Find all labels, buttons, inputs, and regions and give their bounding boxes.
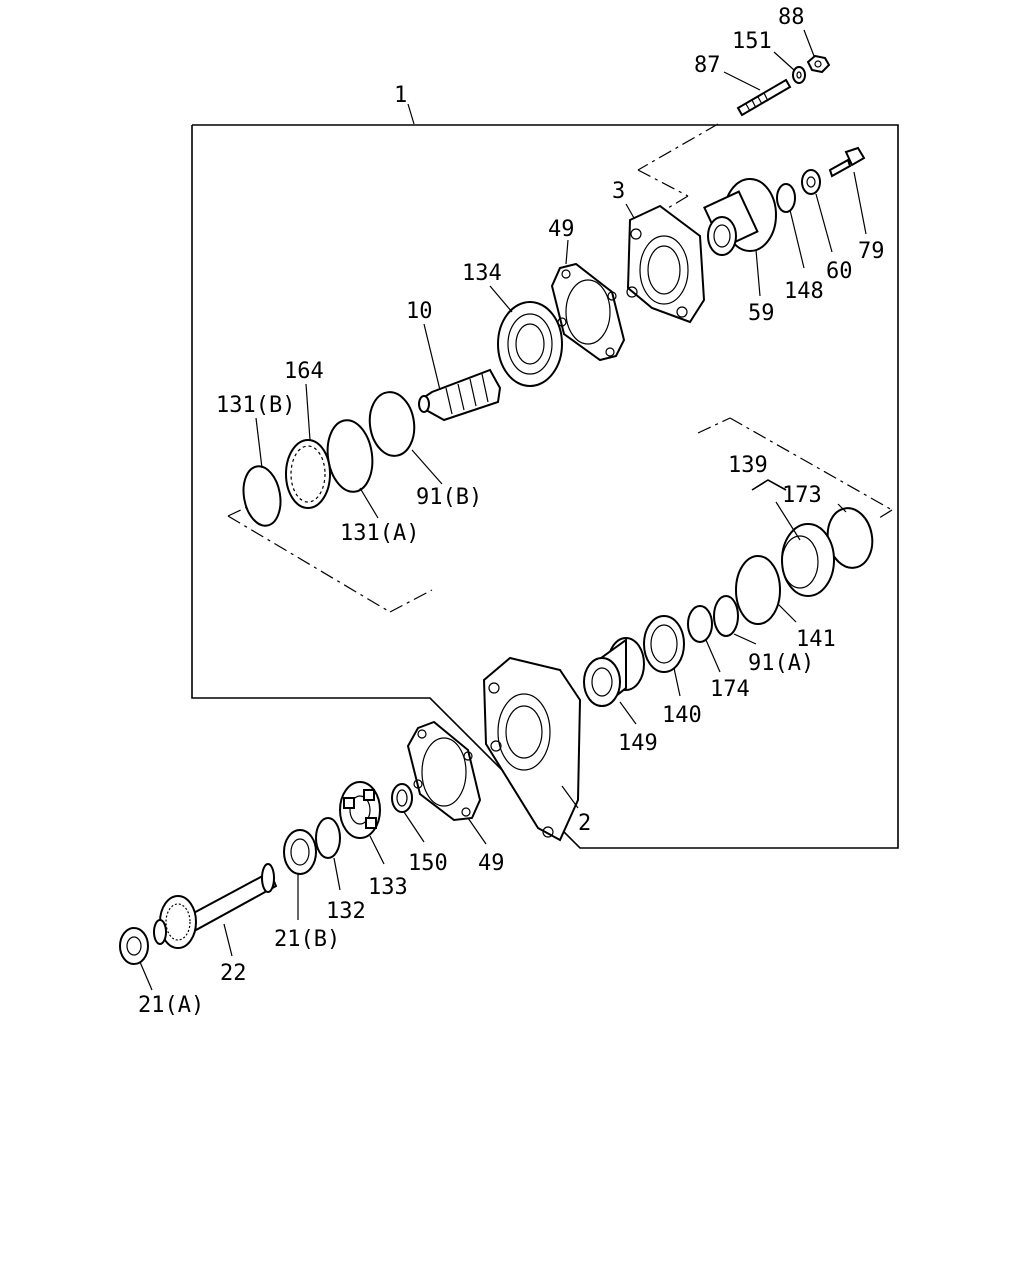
callout-150: 150: [408, 851, 448, 876]
part-21a-bearing: [119, 927, 149, 965]
part-149-sleeve: [583, 637, 645, 707]
part-148-o-ring: [776, 183, 796, 213]
callout-91b: 91(B): [416, 485, 482, 510]
callout-148: 148: [784, 279, 824, 304]
part-91b-ring: [368, 391, 416, 457]
part-132-ring: [315, 817, 341, 859]
part-164-needle-cage: [285, 439, 331, 509]
callout-139: 139: [728, 453, 768, 478]
callout-59: 59: [748, 301, 775, 326]
part-22-gear-shaft: [153, 863, 278, 949]
part-21b-bearing: [283, 829, 317, 875]
callout-140: 140: [662, 703, 702, 728]
part-133-clutch-hub: [339, 781, 381, 839]
callout-49-top: 49: [548, 217, 575, 242]
callout-139-bracket: [751, 479, 787, 491]
part-79-bolt: [828, 146, 866, 178]
part-151-washer: [792, 66, 806, 84]
part-88-nut: [806, 54, 831, 74]
callout-164: 164: [284, 359, 324, 384]
part-174-ring: [687, 605, 713, 643]
part-87-stud: [736, 78, 792, 117]
part-91a-snap-ring: [713, 595, 739, 637]
part-139-sleeve: [781, 523, 835, 597]
callout-1: 1: [394, 83, 407, 108]
callout-131a: 131(A): [340, 521, 419, 546]
part-10-splined-shaft: [418, 368, 502, 422]
leader-lines: [139, 29, 867, 991]
callout-151: 151: [732, 29, 772, 54]
callout-141: 141: [796, 627, 836, 652]
part-59-flange: [703, 178, 777, 256]
callout-2: 2: [578, 811, 591, 836]
callout-91a: 91(A): [748, 651, 814, 676]
callout-21b: 21(B): [274, 927, 340, 952]
part-49-gasket-bottom: [406, 720, 482, 822]
callout-173: 173: [782, 483, 822, 508]
callout-87: 87: [694, 53, 721, 78]
callout-132: 132: [326, 899, 366, 924]
part-3-housing: [626, 204, 706, 324]
callout-21a: 21(A): [138, 993, 204, 1018]
callout-131b: 131(B): [216, 393, 295, 418]
part-131a-ring: [326, 419, 374, 493]
part-140-bearing: [643, 615, 685, 673]
callout-88: 88: [778, 5, 805, 30]
part-134-bearing: [497, 301, 563, 387]
part-141-o-ring: [735, 555, 781, 625]
callout-60: 60: [826, 259, 853, 284]
callout-134: 134: [462, 261, 502, 286]
assembly-outline: [191, 124, 899, 849]
alignment-lines: [227, 123, 893, 613]
part-131b-ring: [242, 465, 282, 527]
part-2-housing: [482, 656, 582, 842]
part-60-washer: [801, 169, 821, 195]
part-150-needle-bearing: [391, 783, 413, 813]
callout-49-bottom: 49: [478, 851, 505, 876]
callout-3: 3: [612, 179, 625, 204]
callout-149: 149: [618, 731, 658, 756]
callout-133: 133: [368, 875, 408, 900]
callout-79: 79: [858, 239, 885, 264]
callout-174: 174: [710, 677, 750, 702]
callout-10: 10: [406, 299, 433, 324]
callout-22: 22: [220, 961, 247, 986]
